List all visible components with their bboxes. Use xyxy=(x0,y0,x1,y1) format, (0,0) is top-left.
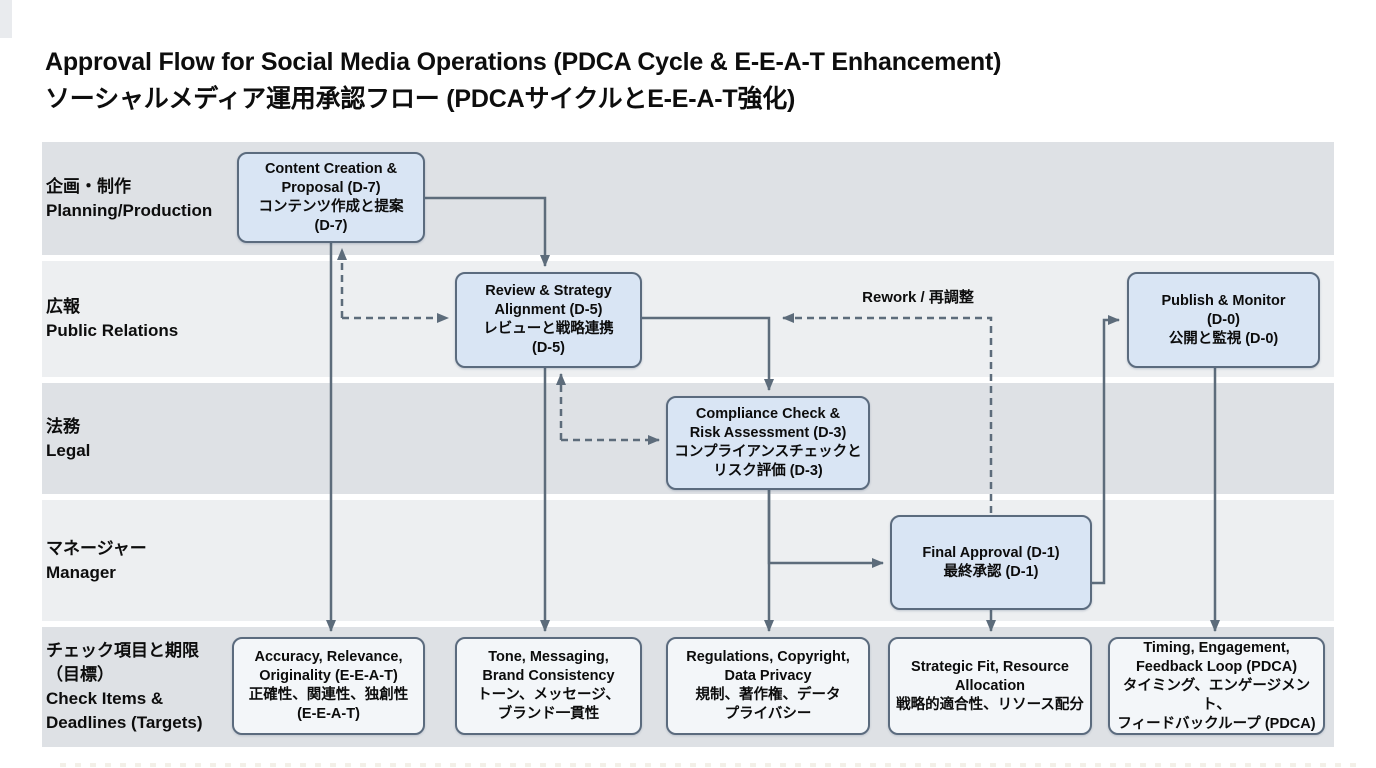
window-corner-artifact xyxy=(0,0,12,38)
node-content-creation-proposal: Content Creation &Proposal (D-7)コンテンツ作成と… xyxy=(237,152,425,243)
cutoff-content-strip xyxy=(60,763,1360,767)
lane-label-check-items: チェック項目と期限（目標）Check Items &Deadlines (Tar… xyxy=(46,641,203,732)
node-publish-monitor: Publish & Monitor(D-0)公開と監視 (D-0) xyxy=(1127,272,1320,368)
node-check-accuracy-relevance-originality: Accuracy, Relevance,Originality (E-E-A-T… xyxy=(232,637,425,735)
node-compliance-check-risk-assessment: Compliance Check &Risk Assessment (D-3)コ… xyxy=(666,396,870,490)
diagram-title: Approval Flow for Social Media Operation… xyxy=(45,44,1335,118)
node-check-timing-engagement-feedback: Timing, Engagement,Feedback Loop (PDCA)タ… xyxy=(1108,637,1325,735)
node-final-approval: Final Approval (D-1)最終承認 (D-1) xyxy=(890,515,1092,610)
diagram-title-en: Approval Flow for Social Media Operation… xyxy=(45,48,1002,76)
diagram-title-jp: ソーシャルメディア運用承認フロー (PDCAサイクルとE-E-A-T強化) xyxy=(45,85,796,113)
rework-edge-label: Rework / 再調整 xyxy=(862,289,974,306)
